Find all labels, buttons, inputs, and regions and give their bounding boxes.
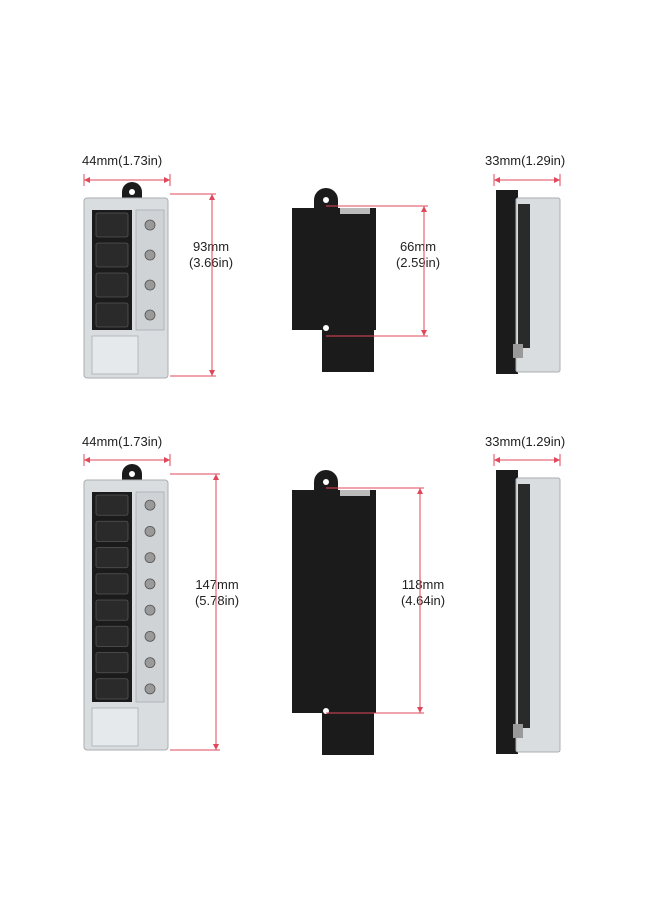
row2-front-height-in: (5.78in) <box>194 593 240 608</box>
row1-side-view <box>496 190 561 374</box>
row2-front-fuse-slot <box>95 573 129 595</box>
row2-front-width-label: 44mm(1.73in) <box>82 434 163 449</box>
row2-front-fuse-slot <box>95 494 129 516</box>
row2-back-mount-hole-top <box>323 479 329 485</box>
row1-side-base <box>496 190 518 374</box>
row1-front-width-dimension-arrow-left <box>84 177 90 183</box>
row2-side-width-dimension-arrow-right <box>554 457 560 463</box>
row2-front-height-dimension-arrow-bottom <box>213 744 219 750</box>
row1-front-terminal-screw <box>144 249 156 261</box>
row1-front-fuse-slot <box>95 302 129 328</box>
row1-back-height-dimension-arrow-top <box>421 206 427 212</box>
row1-front-width-dimension-arrow-right <box>164 177 170 183</box>
row2-back-height-dimension-arrow-top <box>417 488 423 494</box>
row1-front-mount-hole <box>129 189 135 195</box>
row1-back-mount-hole-top <box>323 197 329 203</box>
row2-front-fuse-slot <box>95 678 129 700</box>
row1-side-width-dimension-arrow-right <box>554 177 560 183</box>
row1-front-terminal-screw <box>144 309 156 321</box>
row1-side-width-label: 33mm(1.29in) <box>485 153 566 168</box>
row1-back-clip <box>340 208 370 214</box>
row1-side-bolt <box>513 344 523 358</box>
row1-front-height-label: 93mm (3.66in) <box>186 239 236 271</box>
row2-front-terminal-screw <box>144 683 156 695</box>
row2-front-terminal-screw <box>144 630 156 642</box>
row2-back-height-dimension-arrow-bottom <box>417 707 423 713</box>
row1-front-fuse-slot <box>95 212 129 238</box>
row2-side-view <box>496 470 561 754</box>
row1-back-view <box>292 188 376 372</box>
row2-front-fuse-slot <box>95 547 129 569</box>
row2-front-terminal-strip <box>135 491 165 703</box>
row2-back-height-mm: 118mm <box>401 577 445 592</box>
row2-front-terminal-screw <box>144 499 156 511</box>
row2-back-clip <box>340 490 370 496</box>
row2-front-view <box>83 464 169 751</box>
row1-back-lower-block <box>322 328 374 372</box>
row2-front-height-mm: 147mm <box>195 577 239 592</box>
row1-back-height-dimension-arrow-bottom <box>421 330 427 336</box>
row1-back-mount-hole-bottom <box>323 325 329 331</box>
row1-front-fuse-slot <box>95 242 129 268</box>
row2-front-terminal-screw <box>144 552 156 564</box>
row2-back-height-in: (4.64in) <box>400 593 446 608</box>
row1-front-terminal-screw <box>144 219 156 231</box>
row2-front-fuse-slot <box>95 625 129 647</box>
row2-back-body <box>292 490 376 713</box>
row2-front-terminal-screw <box>144 657 156 669</box>
row2-front-base <box>91 707 139 747</box>
row1-front-height-dimension-arrow-bottom <box>209 370 215 376</box>
row2-front-fuse-slot <box>95 599 129 621</box>
row1-front-height-dimension-arrow-top <box>209 194 215 200</box>
row1-front-height-mm: 93mm <box>192 239 230 254</box>
row2-side-width-dimension-arrow-left <box>494 457 500 463</box>
row2-front-mount-hole <box>129 471 135 477</box>
row1-front-base <box>91 335 139 375</box>
row1-side-width-dimension-arrow-left <box>494 177 500 183</box>
row2-front-height-label: 147mm (5.78in) <box>191 577 243 609</box>
row1-front-height-in: (3.66in) <box>188 255 234 270</box>
row2-front-width-dimension-arrow-left <box>84 457 90 463</box>
row2-front-fuse-slot <box>95 652 129 674</box>
row2-front-width-dimension-arrow-right <box>164 457 170 463</box>
row1-front-view <box>83 182 169 379</box>
row1-front-fuse-slot <box>95 272 129 298</box>
row2-side-width-label: 33mm(1.29in) <box>485 434 566 449</box>
row1-back-body <box>292 208 376 330</box>
row2-front-terminal-screw <box>144 525 156 537</box>
row2-front-height-dimension-arrow-top <box>213 474 219 480</box>
row1-back-height-mm: 66mm <box>399 239 437 254</box>
row1-back-height-in: (2.59in) <box>395 255 441 270</box>
row1-front-terminal-screw <box>144 279 156 291</box>
row2-front-fuse-slot <box>95 520 129 542</box>
row2-back-height-label: 118mm (4.64in) <box>396 577 450 609</box>
row1-back-height-label: 66mm (2.59in) <box>392 239 444 271</box>
row2-front-terminal-screw <box>144 604 156 616</box>
row1-front-width-label: 44mm(1.73in) <box>82 153 163 168</box>
row2-front-terminal-screw <box>144 578 156 590</box>
row1-side-fuse-edge <box>518 204 530 348</box>
row2-side-base <box>496 470 518 754</box>
row2-back-lower-block <box>322 711 374 755</box>
row2-back-view <box>292 470 376 755</box>
row2-side-bolt <box>513 724 523 738</box>
row2-side-fuse-edge <box>518 484 530 728</box>
